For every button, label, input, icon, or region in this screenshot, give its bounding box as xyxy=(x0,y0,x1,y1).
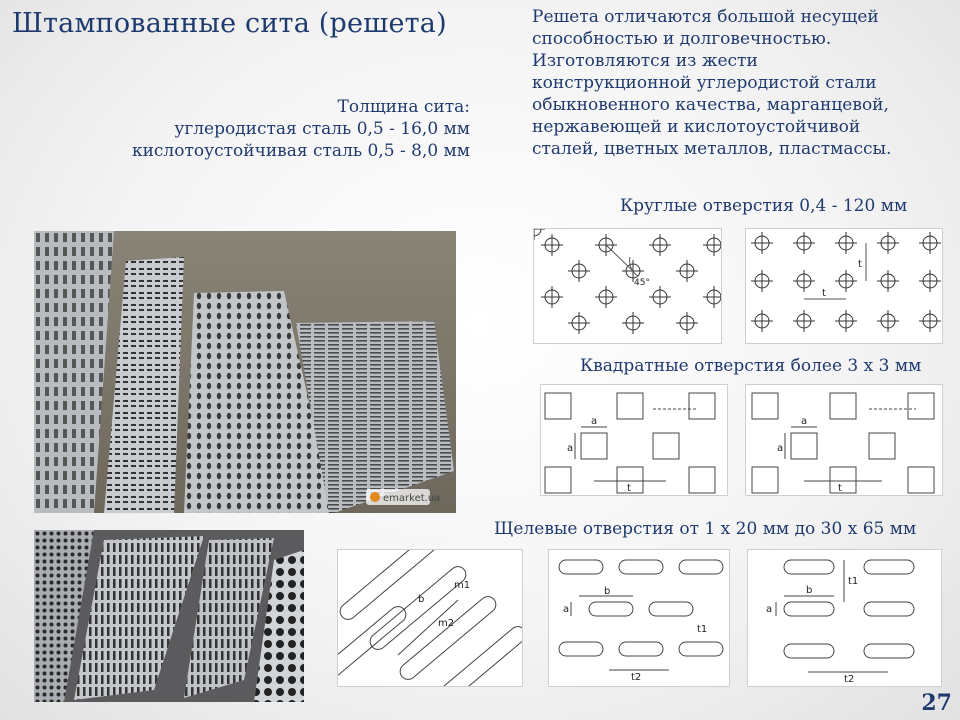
description-line: Изготовляются из жести xyxy=(532,51,758,71)
thickness-heading: Толщина сита: xyxy=(337,97,471,117)
slot-holes-staggered-diagram: b a t1 t2 xyxy=(747,549,942,687)
dim-label-t2: t2 xyxy=(844,674,854,685)
description-line: обыкновенного качества, марганцевой, xyxy=(532,95,889,115)
dim-label-m2: m2 xyxy=(438,618,454,629)
watermark-text: emarket.ua xyxy=(383,493,440,504)
thickness-carbon: углеродистая сталь 0,5 - 16,0 мм xyxy=(174,119,470,139)
dim-label-b: b xyxy=(418,594,424,605)
thickness-block: Толщина сита: углеродистая сталь 0,5 - 1… xyxy=(50,96,470,162)
dim-label-a: a xyxy=(766,604,772,615)
size-label-a: a xyxy=(591,416,597,427)
description-line: конструкционной углеродистой стали xyxy=(532,73,877,93)
slot-holes-diagonal-diagram: b m1 m2 xyxy=(337,549,523,687)
description-line: способностью и долговечностью. xyxy=(532,29,832,49)
caption-round: Круглые отверстия 0,4 - 120 мм xyxy=(620,196,908,216)
size-label-a: a xyxy=(777,443,783,454)
pitch-label-t: t xyxy=(627,483,631,494)
caption-slot: Щелевые отверстия от 1 х 20 мм до 30 х 6… xyxy=(494,519,917,539)
slot-holes-inline-diagram: b a t1 t2 xyxy=(548,549,730,687)
page-number: 27 xyxy=(921,690,952,716)
sieve-photo-bottom xyxy=(34,530,304,702)
size-label-a: a xyxy=(801,416,807,427)
dim-label-t1: t1 xyxy=(697,624,707,635)
description-line: Решета отличаются большой несущей xyxy=(532,7,879,27)
pitch-label-t: t xyxy=(858,259,862,270)
pitch-label-t: t xyxy=(822,288,826,299)
round-holes-staggered-diagram: 45° xyxy=(533,228,722,344)
dim-label-b: b xyxy=(604,586,610,597)
angle-label: 45° xyxy=(634,278,650,288)
square-holes-diagram-1: a a t xyxy=(540,384,728,496)
dim-label-b: b xyxy=(806,585,812,596)
description-line: нержавеющей и кислотоустойчивой xyxy=(532,117,861,137)
dim-label-a: a xyxy=(563,604,569,615)
square-holes-diagram-2: a a t xyxy=(745,384,943,496)
description-line: сталей, цветных металлов, пластмассы. xyxy=(532,139,892,159)
caption-square: Квадратные отверстия более 3 х 3 мм xyxy=(580,356,922,376)
sieve-photo-top: emarket.ua xyxy=(34,231,456,513)
description-block: Решета отличаются большой несущей способ… xyxy=(532,6,942,160)
thickness-acidproof: кислотоустойчивая сталь 0,5 - 8,0 мм xyxy=(131,141,470,161)
dim-label-t1: t1 xyxy=(848,576,858,587)
dim-label-m1: m1 xyxy=(454,580,470,591)
round-holes-grid-diagram: t t xyxy=(745,228,943,344)
size-label-a: a xyxy=(567,443,573,454)
slide-title: Штампованные сита (решета) xyxy=(12,8,447,39)
pitch-label-t: t xyxy=(838,483,842,494)
dim-label-t2: t2 xyxy=(631,672,641,683)
